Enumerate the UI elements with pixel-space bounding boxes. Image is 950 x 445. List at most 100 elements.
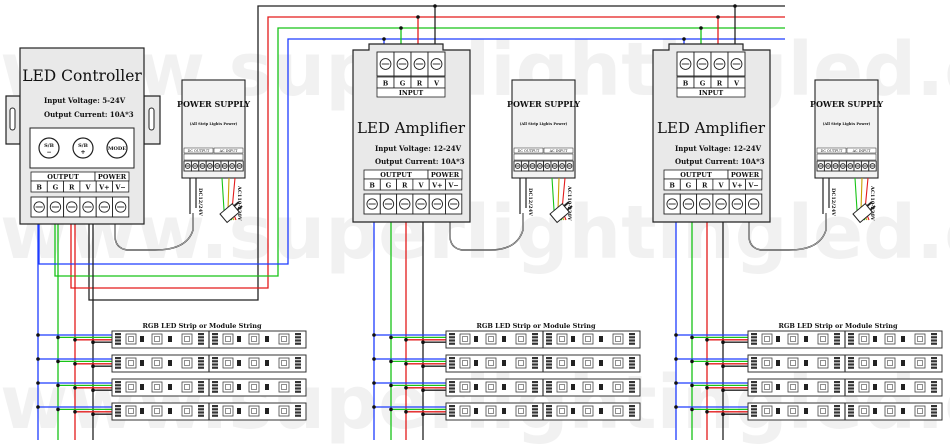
resistor <box>237 336 241 342</box>
terminal-label: B <box>683 80 689 88</box>
wire-junction <box>372 357 376 361</box>
solder-pad <box>449 360 455 363</box>
solder-pad <box>629 363 635 366</box>
solder-pad <box>834 363 840 366</box>
solder-pad <box>115 342 121 345</box>
led-core <box>184 360 190 366</box>
led-core <box>585 360 591 366</box>
solder-pad <box>449 384 455 387</box>
solder-pad <box>751 339 757 342</box>
resistor <box>776 336 780 342</box>
solder-pad <box>212 360 218 363</box>
ac-plug-icon <box>549 201 573 224</box>
wire-junction <box>404 338 408 342</box>
solder-pad <box>212 363 218 366</box>
solder-pad <box>449 408 455 411</box>
resistor <box>237 384 241 390</box>
dc-voltage-label: DC12/24V <box>830 188 836 216</box>
resistor <box>265 408 269 414</box>
controller-button[interactable] <box>38 137 60 159</box>
solder-pad <box>532 408 538 411</box>
solder-pad <box>546 360 552 363</box>
led-core <box>488 360 494 366</box>
resistor <box>571 408 575 414</box>
power-supply-subtitle: (All Strip Lights Power) <box>520 122 568 126</box>
wire-junction <box>389 383 393 388</box>
wire-junction <box>705 362 709 366</box>
terminal-label: V <box>418 182 425 190</box>
solder-pad <box>629 414 635 417</box>
solder-pad <box>629 381 635 384</box>
solder-pad <box>449 390 455 393</box>
solder-pad <box>546 333 552 336</box>
led-core <box>154 408 160 414</box>
solder-pad <box>546 384 552 387</box>
ps-terminal-label-row <box>513 153 574 161</box>
wire-junction <box>389 335 393 340</box>
button-label: MODE <box>108 146 126 152</box>
controller-button[interactable] <box>72 137 94 159</box>
solder-pad <box>848 366 854 369</box>
solder-pad <box>751 414 757 417</box>
solder-pad <box>546 414 552 417</box>
solder-pad <box>115 411 121 414</box>
solder-pad <box>931 384 937 387</box>
wire-junction <box>73 362 77 366</box>
led-core <box>518 360 524 366</box>
solder-pad <box>834 411 840 414</box>
terminal-label-cell <box>445 178 463 191</box>
solder-pad <box>751 357 757 360</box>
led-core <box>820 360 826 366</box>
wire-junction <box>399 26 403 30</box>
terminal-label: V+ <box>98 184 110 192</box>
dc-output-label: DC OUTPUT <box>518 149 540 153</box>
resistor <box>901 384 905 390</box>
wire-junction <box>733 4 737 8</box>
solder-pad <box>834 336 840 339</box>
resistor <box>474 408 478 414</box>
resistor <box>873 384 877 390</box>
resistor <box>804 384 808 390</box>
solder-pad <box>629 336 635 339</box>
solder-pad <box>546 411 552 414</box>
solder-pad <box>295 384 301 387</box>
led-core <box>615 408 621 414</box>
led-core <box>861 360 867 366</box>
led-core <box>251 360 257 366</box>
led-core <box>559 360 565 366</box>
solder-pad <box>212 387 218 390</box>
wire-junction <box>382 37 386 41</box>
controller-button[interactable] <box>106 137 128 159</box>
led-core <box>764 408 770 414</box>
controller-input-voltage: Input Voltage: 5-24V <box>44 96 126 105</box>
button-label: S/B <box>78 143 88 149</box>
mount-hole <box>9 107 16 131</box>
terminal-label: G <box>400 80 406 88</box>
ac-plug-icon <box>219 201 243 224</box>
resistor <box>873 336 877 342</box>
terminal-label: R <box>717 80 723 88</box>
wire-junction <box>690 383 694 388</box>
solder-pad <box>212 408 218 411</box>
terminal-label-cell <box>112 180 130 193</box>
solder-pad <box>115 336 121 339</box>
solder-pad <box>449 342 455 345</box>
led-core <box>225 384 231 390</box>
wire-junction <box>36 333 40 337</box>
resistor <box>265 360 269 366</box>
resistor <box>265 384 269 390</box>
solder-pad <box>751 363 757 366</box>
wire-junction <box>91 340 95 345</box>
led-core <box>225 408 231 414</box>
solder-pad <box>931 408 937 411</box>
bus-wire-g <box>54 27 785 277</box>
solder-pad <box>295 357 301 360</box>
resistor <box>873 360 877 366</box>
dc-power-cable-highlight <box>114 135 194 251</box>
wire-junction <box>372 405 376 409</box>
solder-pad <box>532 414 538 417</box>
solder-pad <box>115 390 121 393</box>
led-core <box>764 360 770 366</box>
solder-pad <box>198 342 204 345</box>
